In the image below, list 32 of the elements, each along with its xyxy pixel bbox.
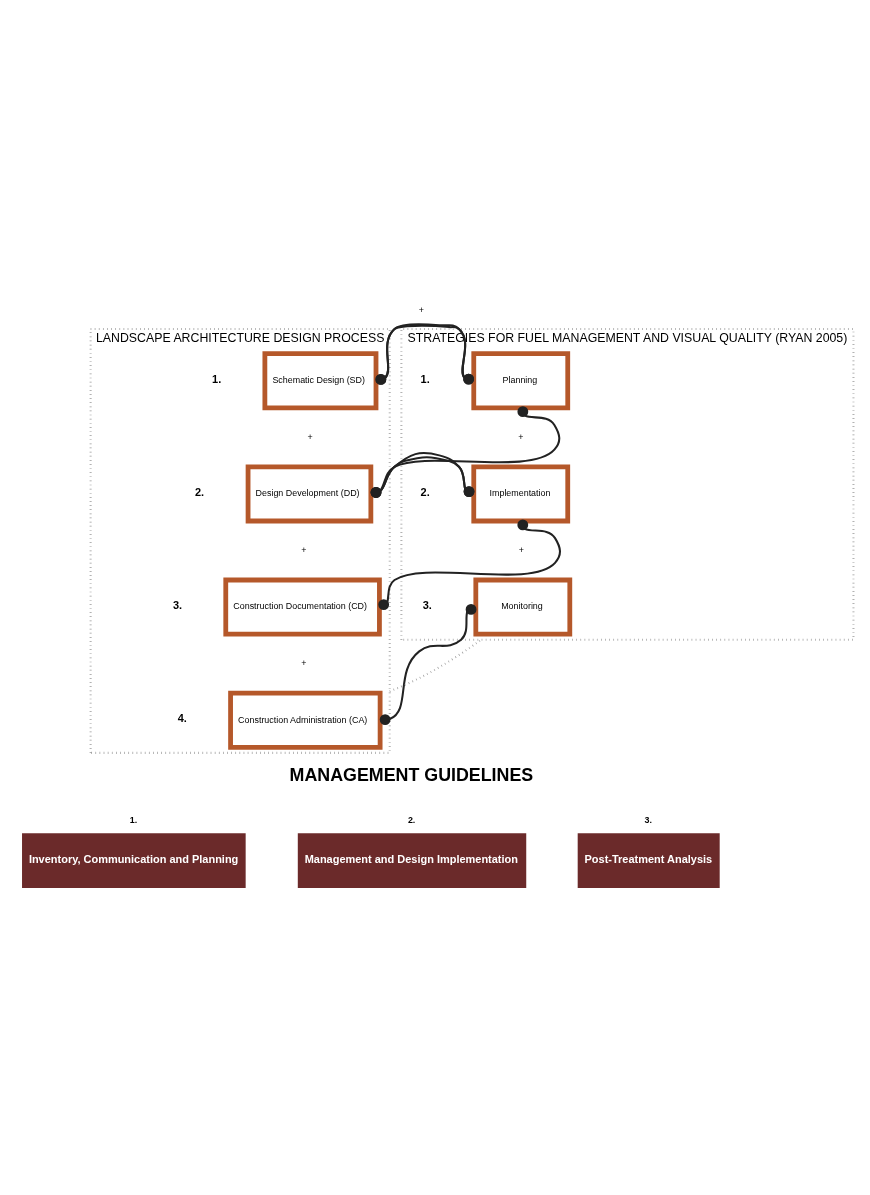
node-box: Construction Administration (CA) bbox=[228, 690, 383, 750]
node-label: 2. bbox=[420, 485, 430, 498]
node-label: 2. bbox=[194, 485, 205, 498]
node-label: 4. bbox=[177, 712, 187, 725]
node-label: 1. bbox=[212, 372, 222, 385]
connector bbox=[389, 638, 482, 693]
connector bbox=[370, 452, 475, 498]
label: + bbox=[418, 305, 424, 316]
node-box: Planning bbox=[471, 351, 571, 411]
label: MANAGEMENT GUIDELINES bbox=[289, 764, 534, 785]
node-box: Design Development (DD) bbox=[245, 464, 374, 524]
node-label: 2. bbox=[407, 815, 416, 826]
node-label: 3. bbox=[422, 599, 432, 612]
node-box: Implementation bbox=[471, 464, 571, 524]
node-box: Management and Design Implementation bbox=[297, 833, 527, 888]
node-box: Inventory, Communication and Planning bbox=[22, 833, 246, 888]
connector bbox=[378, 519, 561, 610]
label: + bbox=[307, 431, 313, 442]
label: + bbox=[301, 658, 307, 669]
node-box: Schematic Design (SD) bbox=[262, 351, 379, 411]
label: + bbox=[518, 544, 525, 555]
node-label: 1. bbox=[129, 815, 138, 826]
label: + bbox=[518, 431, 524, 442]
node-box: Construction Documentation (CD) bbox=[223, 577, 382, 637]
node-label: 3. bbox=[172, 599, 183, 612]
label: + bbox=[301, 544, 307, 555]
node-box: Post-Treatment Analysis bbox=[577, 833, 720, 888]
node-label: 1. bbox=[420, 372, 430, 385]
connector bbox=[379, 604, 477, 726]
node-label: 3. bbox=[644, 815, 653, 826]
connector bbox=[370, 406, 561, 498]
node-box: Monitoring bbox=[473, 577, 573, 637]
